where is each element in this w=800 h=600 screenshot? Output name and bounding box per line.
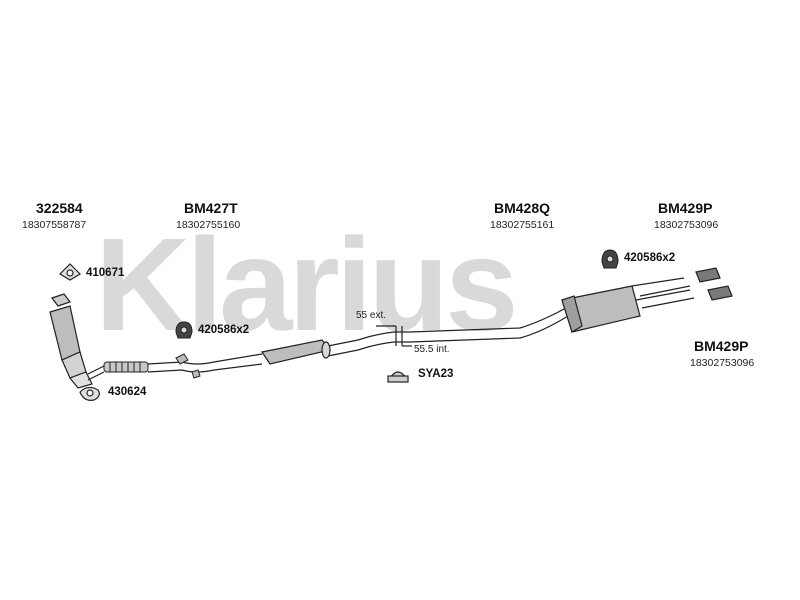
gasket-icon bbox=[59, 263, 81, 281]
part-number-rear-silencer: 18302753096 bbox=[654, 219, 719, 231]
fitting-label-clamp: SYA23 bbox=[418, 368, 454, 380]
fitting-label-mount-front: 420586x2 bbox=[198, 324, 250, 336]
watermark-logo: Klarius bbox=[95, 211, 515, 358]
catalyst-part bbox=[49, 293, 93, 389]
small-bracket-icon bbox=[175, 353, 201, 379]
part-code-front-pipe: BM427T bbox=[184, 200, 238, 216]
fitting-label-gasket-bottom: 430624 bbox=[108, 386, 147, 398]
fitting-label-mount-rear: 420586x2 bbox=[624, 252, 676, 264]
part-number-front-pipe: 18302755160 bbox=[176, 219, 241, 231]
rubber-mount-rear-icon bbox=[601, 249, 619, 269]
clamp-icon bbox=[387, 371, 409, 383]
dimension-ext: 55 ext. bbox=[356, 310, 387, 321]
pipe-joint bbox=[376, 325, 412, 347]
rear-silencer bbox=[561, 277, 695, 333]
part-code-center-silencer: BM428Q bbox=[494, 200, 551, 216]
part-code-catalyst: 322584 bbox=[36, 200, 83, 216]
rubber-mount-icon bbox=[175, 321, 193, 339]
center-silencer bbox=[261, 339, 332, 365]
flex-pipe bbox=[103, 361, 149, 373]
gasket-ring-icon bbox=[79, 386, 100, 401]
tailpipes bbox=[695, 267, 733, 301]
part-number-catalyst: 18307558787 bbox=[22, 219, 87, 231]
part-number-rear-silencer-alt: 18302753096 bbox=[690, 357, 755, 369]
part-code-rear-silencer: BM429P bbox=[658, 200, 713, 216]
part-number-center-silencer: 18302755161 bbox=[490, 219, 555, 231]
fitting-label-gasket-top: 410671 bbox=[86, 267, 125, 279]
part-code-rear-silencer-alt: BM429P bbox=[694, 338, 749, 354]
dimension-int: 55.5 int. bbox=[414, 344, 450, 355]
